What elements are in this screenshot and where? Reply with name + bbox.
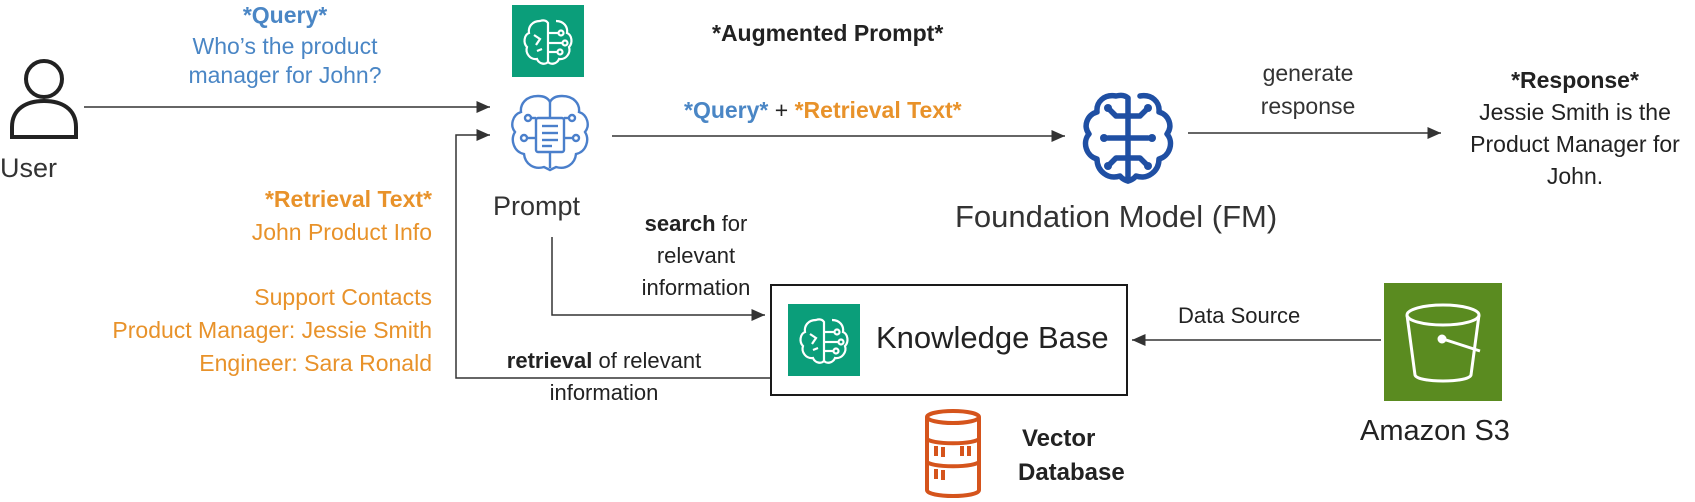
retrieval-text-title: *Retrieval Text*	[264, 186, 432, 212]
retrieval-bold: retrieval	[506, 348, 593, 373]
augmented-prompt-formula: *Query* + *Retrieval Text*	[684, 97, 962, 124]
generate-line-1: generate	[1262, 60, 1354, 86]
vector-database-line-1: Vector	[1022, 425, 1096, 452]
prompt-label: Prompt	[493, 191, 581, 221]
user-icon	[10, 59, 78, 139]
response-line-2: Product Manager for	[1470, 131, 1680, 157]
s3-tile	[1384, 283, 1502, 401]
search-line-3: information	[641, 275, 751, 300]
retrieval-line-4: Engineer: Sara Ronald	[199, 350, 432, 376]
bedrock-brain-icon	[523, 19, 573, 65]
search-bold: search	[644, 211, 716, 236]
s3-label: Amazon S3	[1360, 415, 1510, 447]
foundation-model-brain-icon	[1082, 92, 1174, 184]
foundation-model-label: Foundation Model (FM)	[955, 199, 1278, 234]
data-source-label: Data Source	[1178, 303, 1301, 328]
knowledge-base-tile	[788, 304, 860, 376]
vector-database-label: Vector Database	[1018, 422, 1125, 490]
search-arrow	[551, 237, 765, 321]
search-rest: for	[715, 211, 748, 236]
s3-bucket-icon	[1405, 303, 1481, 383]
response-line-1: Jessie Smith is the	[1479, 99, 1671, 125]
response-text: *Response* Jessie Smith is the Product M…	[1455, 67, 1695, 190]
query-line-1: Who’s the product	[192, 33, 378, 59]
augmented-retrieval-part: *Retrieval Text*	[794, 97, 962, 123]
prompt-brain-icon	[511, 94, 589, 172]
generate-line-2: response	[1260, 93, 1356, 119]
vector-database-line-2: Database	[1018, 459, 1125, 486]
search-label: search for relevant information	[616, 211, 776, 301]
generate-response-label: generate response	[1223, 60, 1393, 120]
retrieval-arrow	[455, 129, 770, 379]
query-title: *Query*	[242, 2, 328, 28]
retrieval-label: retrieval of relevant information	[484, 348, 724, 406]
user-label: User	[0, 153, 58, 183]
retrieval-line-3: Product Manager: Jessie Smith	[112, 317, 432, 343]
search-line-2: relevant	[656, 243, 736, 268]
response-line-3: John.	[1546, 163, 1604, 189]
query-text: *Query* Who’s the product manager for Jo…	[170, 2, 400, 89]
augmented-prompt-title: *Augmented Prompt*	[712, 20, 944, 46]
augmented-query-part: *Query*	[684, 97, 769, 123]
bedrock-logo-tile	[512, 5, 584, 77]
retrieval-text-block: *Retrieval Text* John Product Info Suppo…	[60, 186, 432, 377]
retrieval-line-1: John Product Info	[251, 219, 432, 245]
augmented-plus: +	[768, 97, 795, 123]
knowledge-base-brain-icon	[799, 318, 849, 364]
retrieval-line-2: information	[549, 380, 659, 405]
knowledge-base-box: Knowledge Base	[770, 284, 1128, 396]
retrieval-rest: of relevant	[592, 348, 702, 373]
response-title: *Response*	[1511, 67, 1639, 93]
knowledge-base-label: Knowledge Base	[876, 320, 1109, 355]
query-line-2: manager for John?	[188, 62, 382, 88]
vector-database-icon	[925, 409, 981, 498]
retrieval-line-2: Support Contacts	[254, 284, 432, 310]
